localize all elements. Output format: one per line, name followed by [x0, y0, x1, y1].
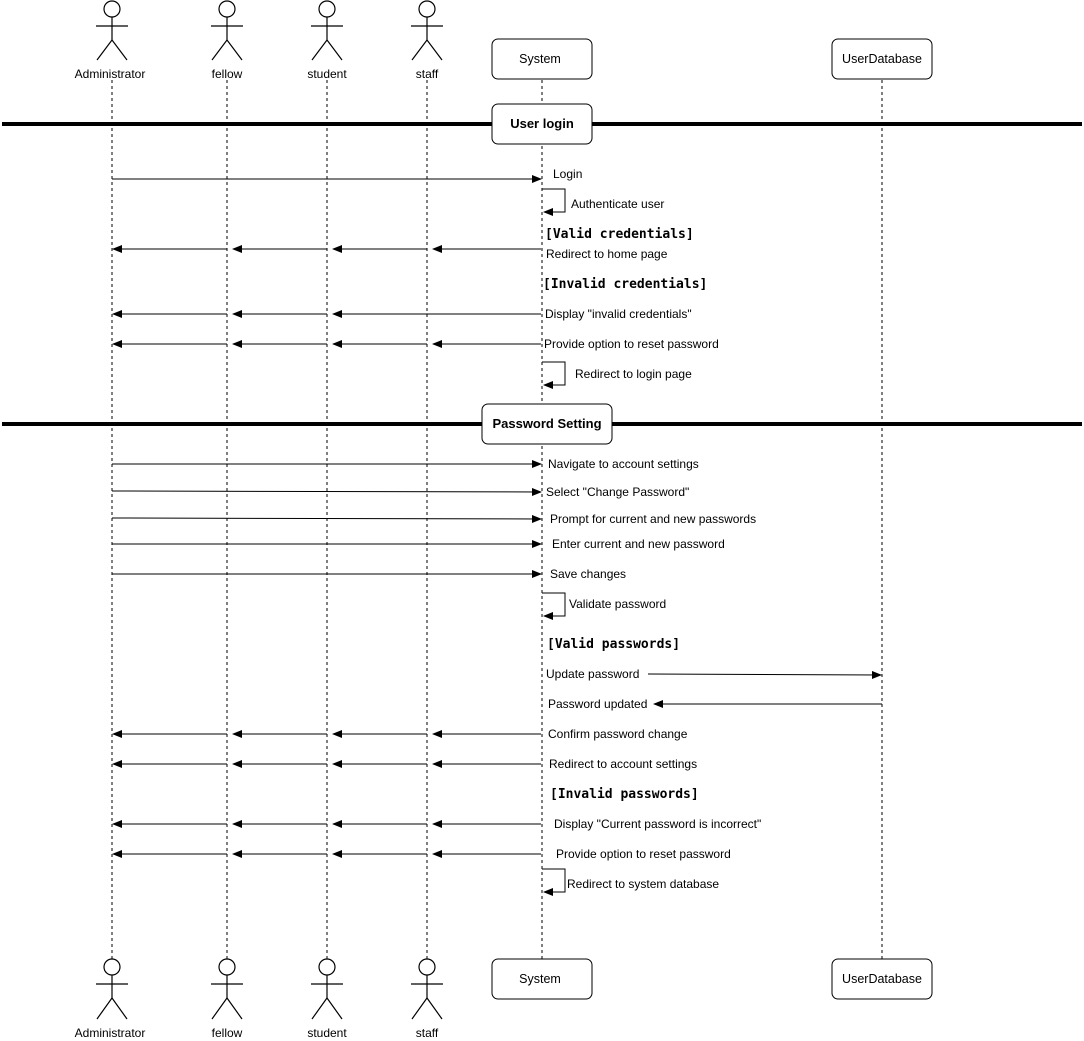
message-label: Display "Current password is incorrect" [554, 817, 761, 831]
message-arrow [647, 670, 882, 679]
guard-label: [Valid passwords] [547, 637, 680, 652]
messages [111, 175, 882, 896]
self-message-arrow [542, 592, 566, 620]
guard-label: [Invalid passwords] [550, 787, 699, 802]
message-labels: Login Authenticate user Redirect to home… [544, 167, 761, 891]
message-label: Redirect to system database [567, 877, 719, 891]
participant-label: staff [416, 1026, 439, 1040]
section-title: Password Setting [492, 416, 601, 431]
self-message-arrow [542, 361, 566, 389]
actor-administrator-bottom [96, 958, 128, 1020]
actor-fellow-top [211, 0, 243, 61]
message-label: Redirect to home page [546, 247, 668, 261]
message-label: Validate password [569, 597, 666, 611]
message-label: Display "invalid credentials" [545, 307, 692, 321]
participant-box-userdatabase [831, 958, 933, 1000]
message-label: Navigate to account settings [548, 457, 699, 471]
section-title: User login [510, 116, 574, 131]
participant-label: staff [416, 67, 439, 81]
participant-label: System [519, 52, 561, 66]
participant-box-system [491, 958, 593, 1000]
participant-label: student [307, 67, 347, 81]
message-label: Update password [546, 667, 639, 681]
message-label: Select "Change Password" [546, 485, 689, 499]
message-label: Prompt for current and new passwords [550, 512, 756, 526]
message-label: Authenticate user [571, 197, 664, 211]
actor-student-bottom [311, 958, 343, 1020]
message-label: Redirect to account settings [549, 757, 697, 771]
message-label: Redirect to login page [575, 367, 692, 381]
message-label: Enter current and new password [552, 537, 725, 551]
guard-label: [Invalid credentials] [543, 277, 707, 292]
participant-label: fellow [212, 67, 243, 81]
message-label: Save changes [550, 567, 626, 581]
participant-label: System [519, 972, 561, 986]
participant-label: student [307, 1026, 347, 1040]
participant-label: UserDatabase [842, 972, 922, 986]
message-label: Confirm password change [548, 727, 688, 741]
participant-label: UserDatabase [842, 52, 922, 66]
participant-box-system [491, 38, 593, 80]
participant-label: fellow [212, 1026, 243, 1040]
actor-staff-top [411, 0, 443, 61]
lifelines [111, 80, 883, 960]
guard-label: [Valid credentials] [545, 227, 694, 242]
actor-fellow-bottom [211, 958, 243, 1020]
self-message-arrow [542, 868, 566, 896]
actor-student-top [311, 0, 343, 61]
message-label: Password updated [548, 697, 647, 711]
message-label: Provide option to reset password [556, 847, 731, 861]
section-divider-password-setting: Password Setting [2, 403, 1082, 445]
message-arrow [111, 487, 542, 496]
section-divider-user-login: User login [2, 103, 1082, 145]
message-label: Provide option to reset password [544, 337, 719, 351]
self-message-arrow [542, 188, 566, 216]
participant-label: Administrator [75, 1026, 146, 1040]
actor-administrator-top [96, 0, 128, 61]
actor-staff-bottom [411, 958, 443, 1020]
participant-label: Administrator [75, 67, 146, 81]
message-label: Login [553, 167, 582, 181]
participant-box-userdatabase [831, 38, 933, 80]
message-arrow [111, 514, 542, 523]
